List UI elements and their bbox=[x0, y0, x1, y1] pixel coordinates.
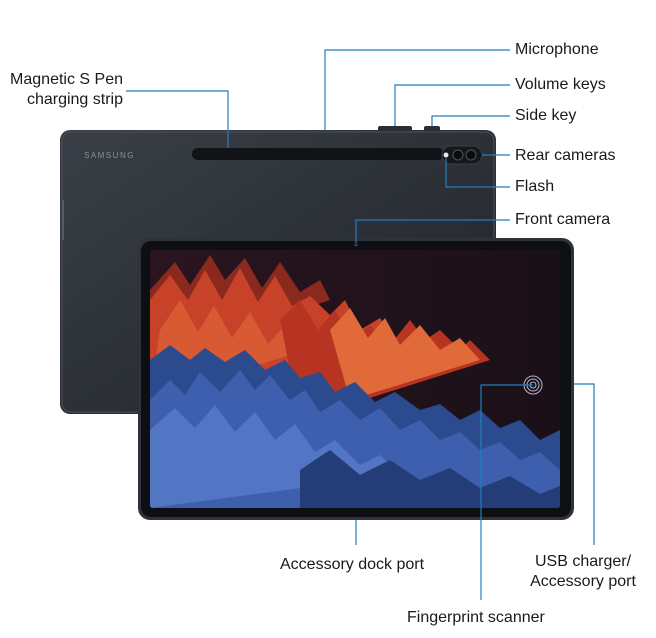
rear-camera-lens-1 bbox=[452, 149, 464, 161]
label-s-pen-line2: charging strip bbox=[26, 91, 123, 108]
label-side-key: Side key bbox=[515, 107, 577, 124]
label-s-pen-line1: Magnetic S Pen bbox=[10, 71, 123, 88]
leader-lines bbox=[126, 49, 595, 600]
label-rear-cameras: Rear cameras bbox=[515, 147, 616, 164]
rear-camera-module bbox=[441, 145, 483, 165]
label-volume-keys: Volume keys bbox=[515, 76, 606, 93]
label-accessory-dock-port: Accessory dock port bbox=[280, 556, 425, 573]
samsung-logo: SAMSUNG bbox=[84, 151, 135, 160]
label-flash: Flash bbox=[515, 178, 555, 195]
flash-led bbox=[443, 152, 449, 158]
rear-camera-lens-2 bbox=[465, 149, 477, 161]
s-pen-charging-strip bbox=[192, 148, 444, 160]
label-usb-port: USB charger/ Accessory port bbox=[526, 552, 640, 592]
screen-wallpaper bbox=[150, 250, 560, 508]
label-s-pen-strip: Magnetic S Pen charging strip bbox=[8, 70, 123, 110]
label-microphone: Microphone bbox=[515, 41, 599, 58]
front-camera bbox=[354, 243, 358, 247]
label-fingerprint-scanner: Fingerprint scanner bbox=[407, 609, 545, 626]
volume-keys bbox=[378, 126, 412, 131]
label-front-camera: Front camera bbox=[515, 211, 611, 228]
label-usb-line1: USB charger/ bbox=[534, 553, 632, 570]
side-key bbox=[424, 126, 440, 131]
label-usb-line2: Accessory port bbox=[530, 573, 636, 590]
